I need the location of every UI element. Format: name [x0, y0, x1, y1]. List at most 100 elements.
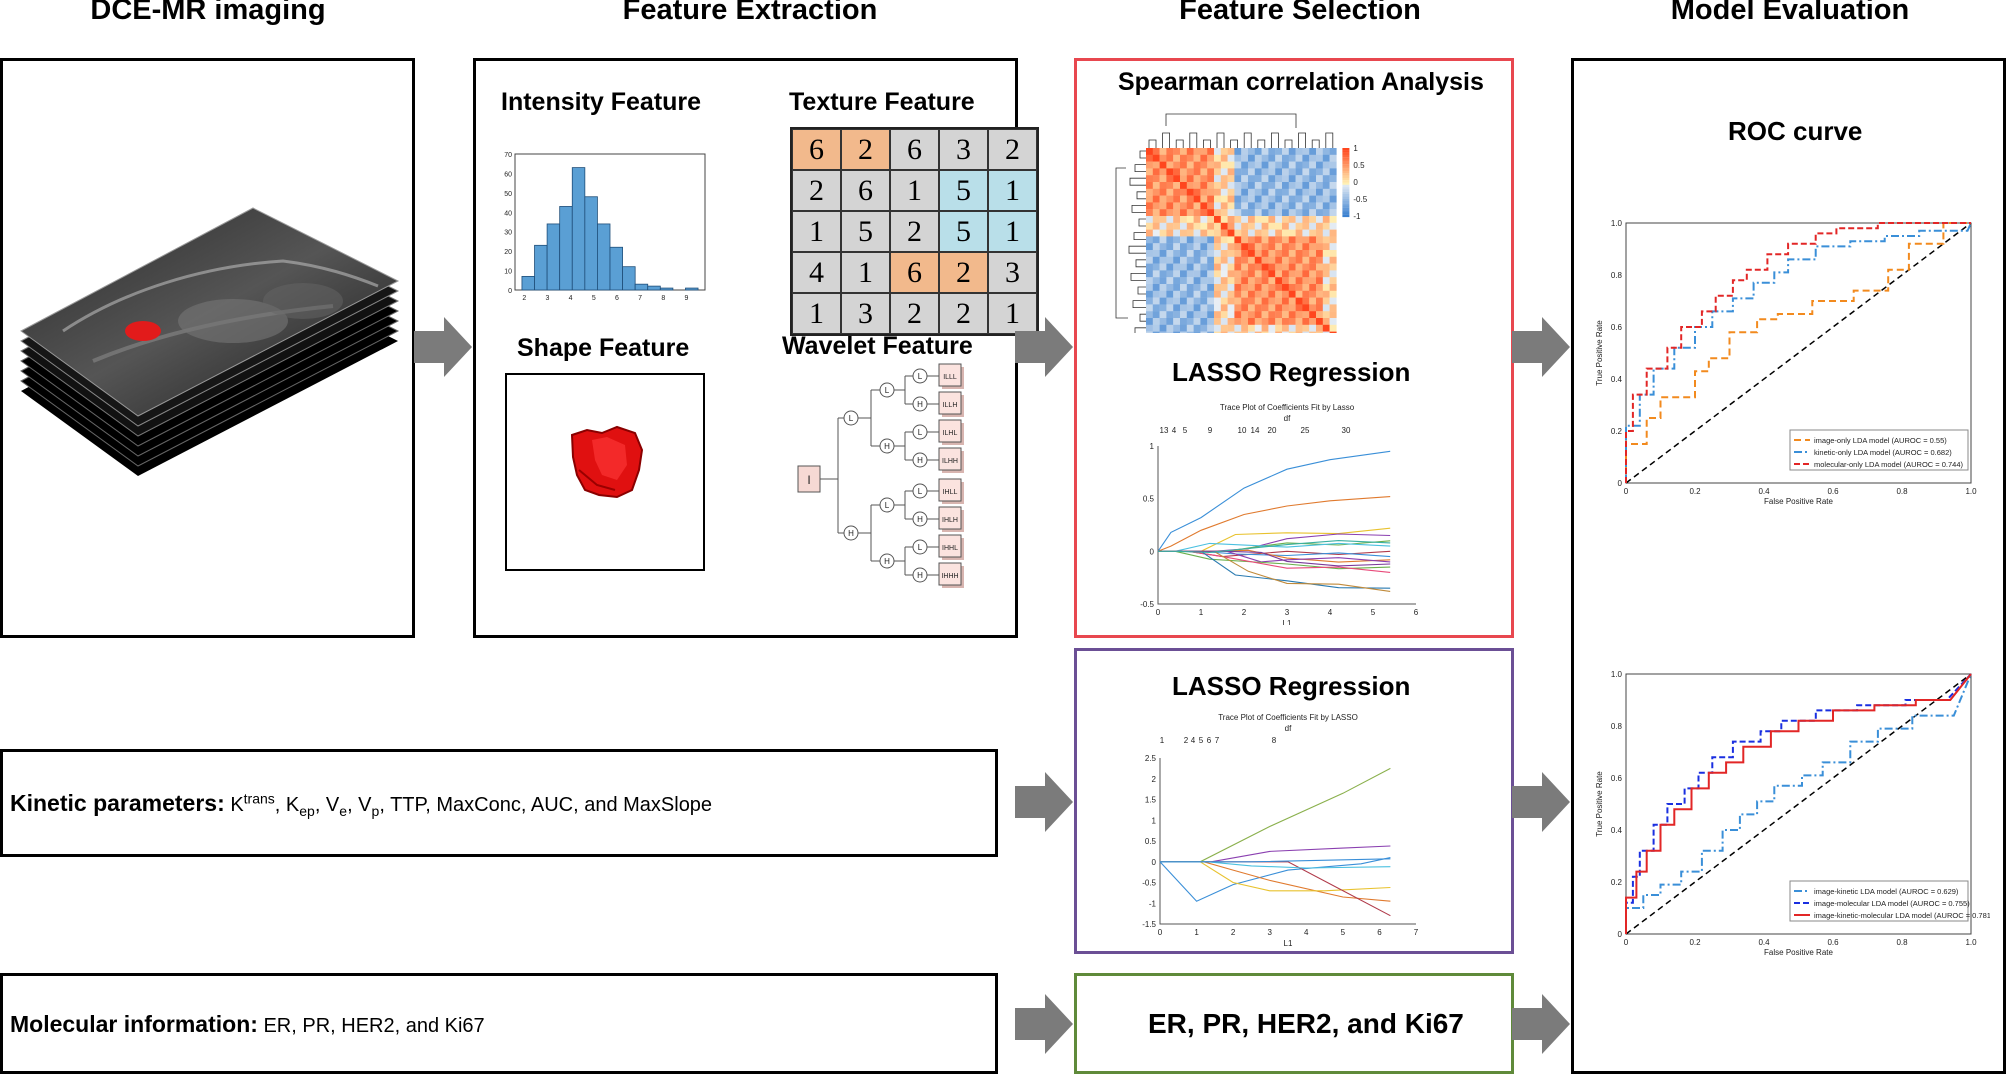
heatmap-cell: [1186, 290, 1194, 298]
heatmap-cell: [1220, 256, 1228, 264]
heatmap-cell: [1186, 318, 1194, 325]
heatmap-cell: [1268, 263, 1276, 271]
texture-cell: 1: [988, 170, 1037, 211]
heatmap-cell: [1288, 175, 1296, 183]
lasso-y-tick: 0.5: [1143, 495, 1155, 504]
heatmap-cell: [1316, 297, 1323, 305]
heatmap-cell: [1254, 168, 1262, 176]
heatmap-cell: [1193, 195, 1201, 203]
heatmap-cell: [1152, 277, 1160, 285]
heatmap-cell: [1166, 216, 1174, 223]
heatmap-cell: [1275, 175, 1283, 183]
lasso-y-tick: -0.5: [1140, 600, 1154, 609]
heatmap-cell: [1227, 236, 1235, 244]
heatmap-cell: [1241, 175, 1249, 183]
histogram-y-tick: 60: [504, 171, 512, 178]
heatmap-cell: [1329, 209, 1337, 217]
heatmap-cell: [1159, 222, 1167, 230]
heatmap-cell: [1220, 236, 1228, 244]
arrow-selection-to-evaluation-3: [1512, 994, 1570, 1054]
heatmap-cell: [1166, 297, 1174, 305]
heatmap-cell: [1166, 270, 1174, 278]
heatmap-cell: [1302, 263, 1310, 271]
heatmap-cell: [1159, 331, 1167, 333]
heatmap-cell: [1200, 243, 1208, 251]
colorbar-segment: [1342, 157, 1350, 160]
roc-y-tick: 0.4: [1611, 375, 1623, 384]
heatmap-cell: [1193, 148, 1201, 155]
histogram-y-tick: 10: [504, 269, 512, 276]
heatmap-cell: [1159, 263, 1167, 271]
lasso-axes: [1159, 758, 1416, 925]
heatmap-cell: [1166, 222, 1174, 230]
heatmap-cell: [1146, 216, 1153, 223]
lasso-y-tick: 2: [1152, 775, 1157, 784]
heatmap-cell: [1186, 188, 1194, 196]
heatmap-cell: [1234, 250, 1242, 257]
roc-legend-label: molecular-only LDA model (AUROC = 0.744): [1814, 460, 1964, 469]
heatmap-cell: [1173, 270, 1181, 278]
heatmap-cell: [1288, 304, 1296, 312]
heatmap-cell: [1186, 324, 1194, 332]
heatmap-cell: [1207, 148, 1215, 155]
roc-ylabel: True Positive Rate: [1595, 320, 1604, 386]
heatmap-cell: [1302, 229, 1310, 237]
heatmap-cell: [1288, 256, 1296, 264]
heatmap-cell: [1166, 290, 1174, 298]
heatmap-cell: [1248, 331, 1255, 333]
heatmap-cell: [1166, 236, 1174, 244]
heatmap-cell: [1166, 243, 1174, 251]
heatmap-cell: [1146, 182, 1153, 189]
heatmap-cell: [1316, 311, 1323, 319]
lasso-y-tick: 1: [1152, 816, 1157, 825]
heatmap-cell: [1254, 263, 1262, 271]
mr-slices: [20, 207, 400, 476]
heatmap-cell: [1166, 195, 1174, 203]
heatmap-cell: [1173, 290, 1181, 298]
heatmap-cell: [1186, 297, 1194, 305]
heatmap-cell: [1268, 311, 1276, 319]
heatmap-cell: [1302, 175, 1310, 183]
heatmap-cell: [1180, 216, 1187, 223]
heatmap-cell: [1193, 318, 1201, 325]
lasso-x-tick: 7: [1414, 928, 1419, 937]
heatmap-cell: [1234, 216, 1242, 223]
heatmap-cell: [1200, 188, 1208, 196]
colorbar-segment: [1342, 191, 1350, 195]
heatmap-cell: [1282, 175, 1289, 183]
heatmap-cell: [1180, 277, 1187, 285]
heatmap-cell: [1146, 290, 1153, 298]
wavelet-node-label: L: [885, 501, 890, 510]
heatmap-cell: [1268, 284, 1276, 291]
heatmap-cell: [1282, 182, 1289, 189]
lasso-df-tick: 30: [1342, 426, 1351, 435]
heatmap-cell: [1275, 311, 1283, 319]
heatmap-cell: [1288, 290, 1296, 298]
heatmap-cell: [1241, 250, 1249, 257]
heatmap-cell: [1220, 297, 1228, 305]
heatmap-cell: [1200, 161, 1208, 169]
heatmap-cell: [1186, 229, 1194, 237]
heatmap-cell: [1322, 256, 1330, 264]
heatmap-cell: [1329, 168, 1337, 176]
heatmap-cell: [1207, 324, 1215, 332]
heatmap-cell: [1248, 161, 1255, 169]
arrow-selection-to-evaluation-1: [1512, 317, 1570, 377]
heatmap-cell: [1288, 195, 1296, 203]
heatmap-cell: [1180, 250, 1187, 257]
heatmap-cell: [1295, 256, 1303, 264]
colorbar-segment: [1342, 148, 1350, 151]
heatmap-cell: [1193, 161, 1201, 169]
heatmap-cell: [1159, 209, 1167, 217]
heatmap-cell: [1186, 243, 1194, 251]
heatmap-cell: [1180, 182, 1187, 189]
heatmap-cell: [1186, 161, 1194, 169]
heatmap-cell: [1159, 154, 1167, 162]
wavelet-node-label: L: [918, 543, 923, 552]
heatmap-cell: [1282, 256, 1289, 264]
heatmap-cell: [1166, 277, 1174, 285]
texture-cell: 2: [939, 252, 988, 293]
heatmap-cell: [1207, 250, 1215, 257]
heatmap-cell: [1207, 304, 1215, 312]
heatmap-cell: [1309, 297, 1317, 305]
